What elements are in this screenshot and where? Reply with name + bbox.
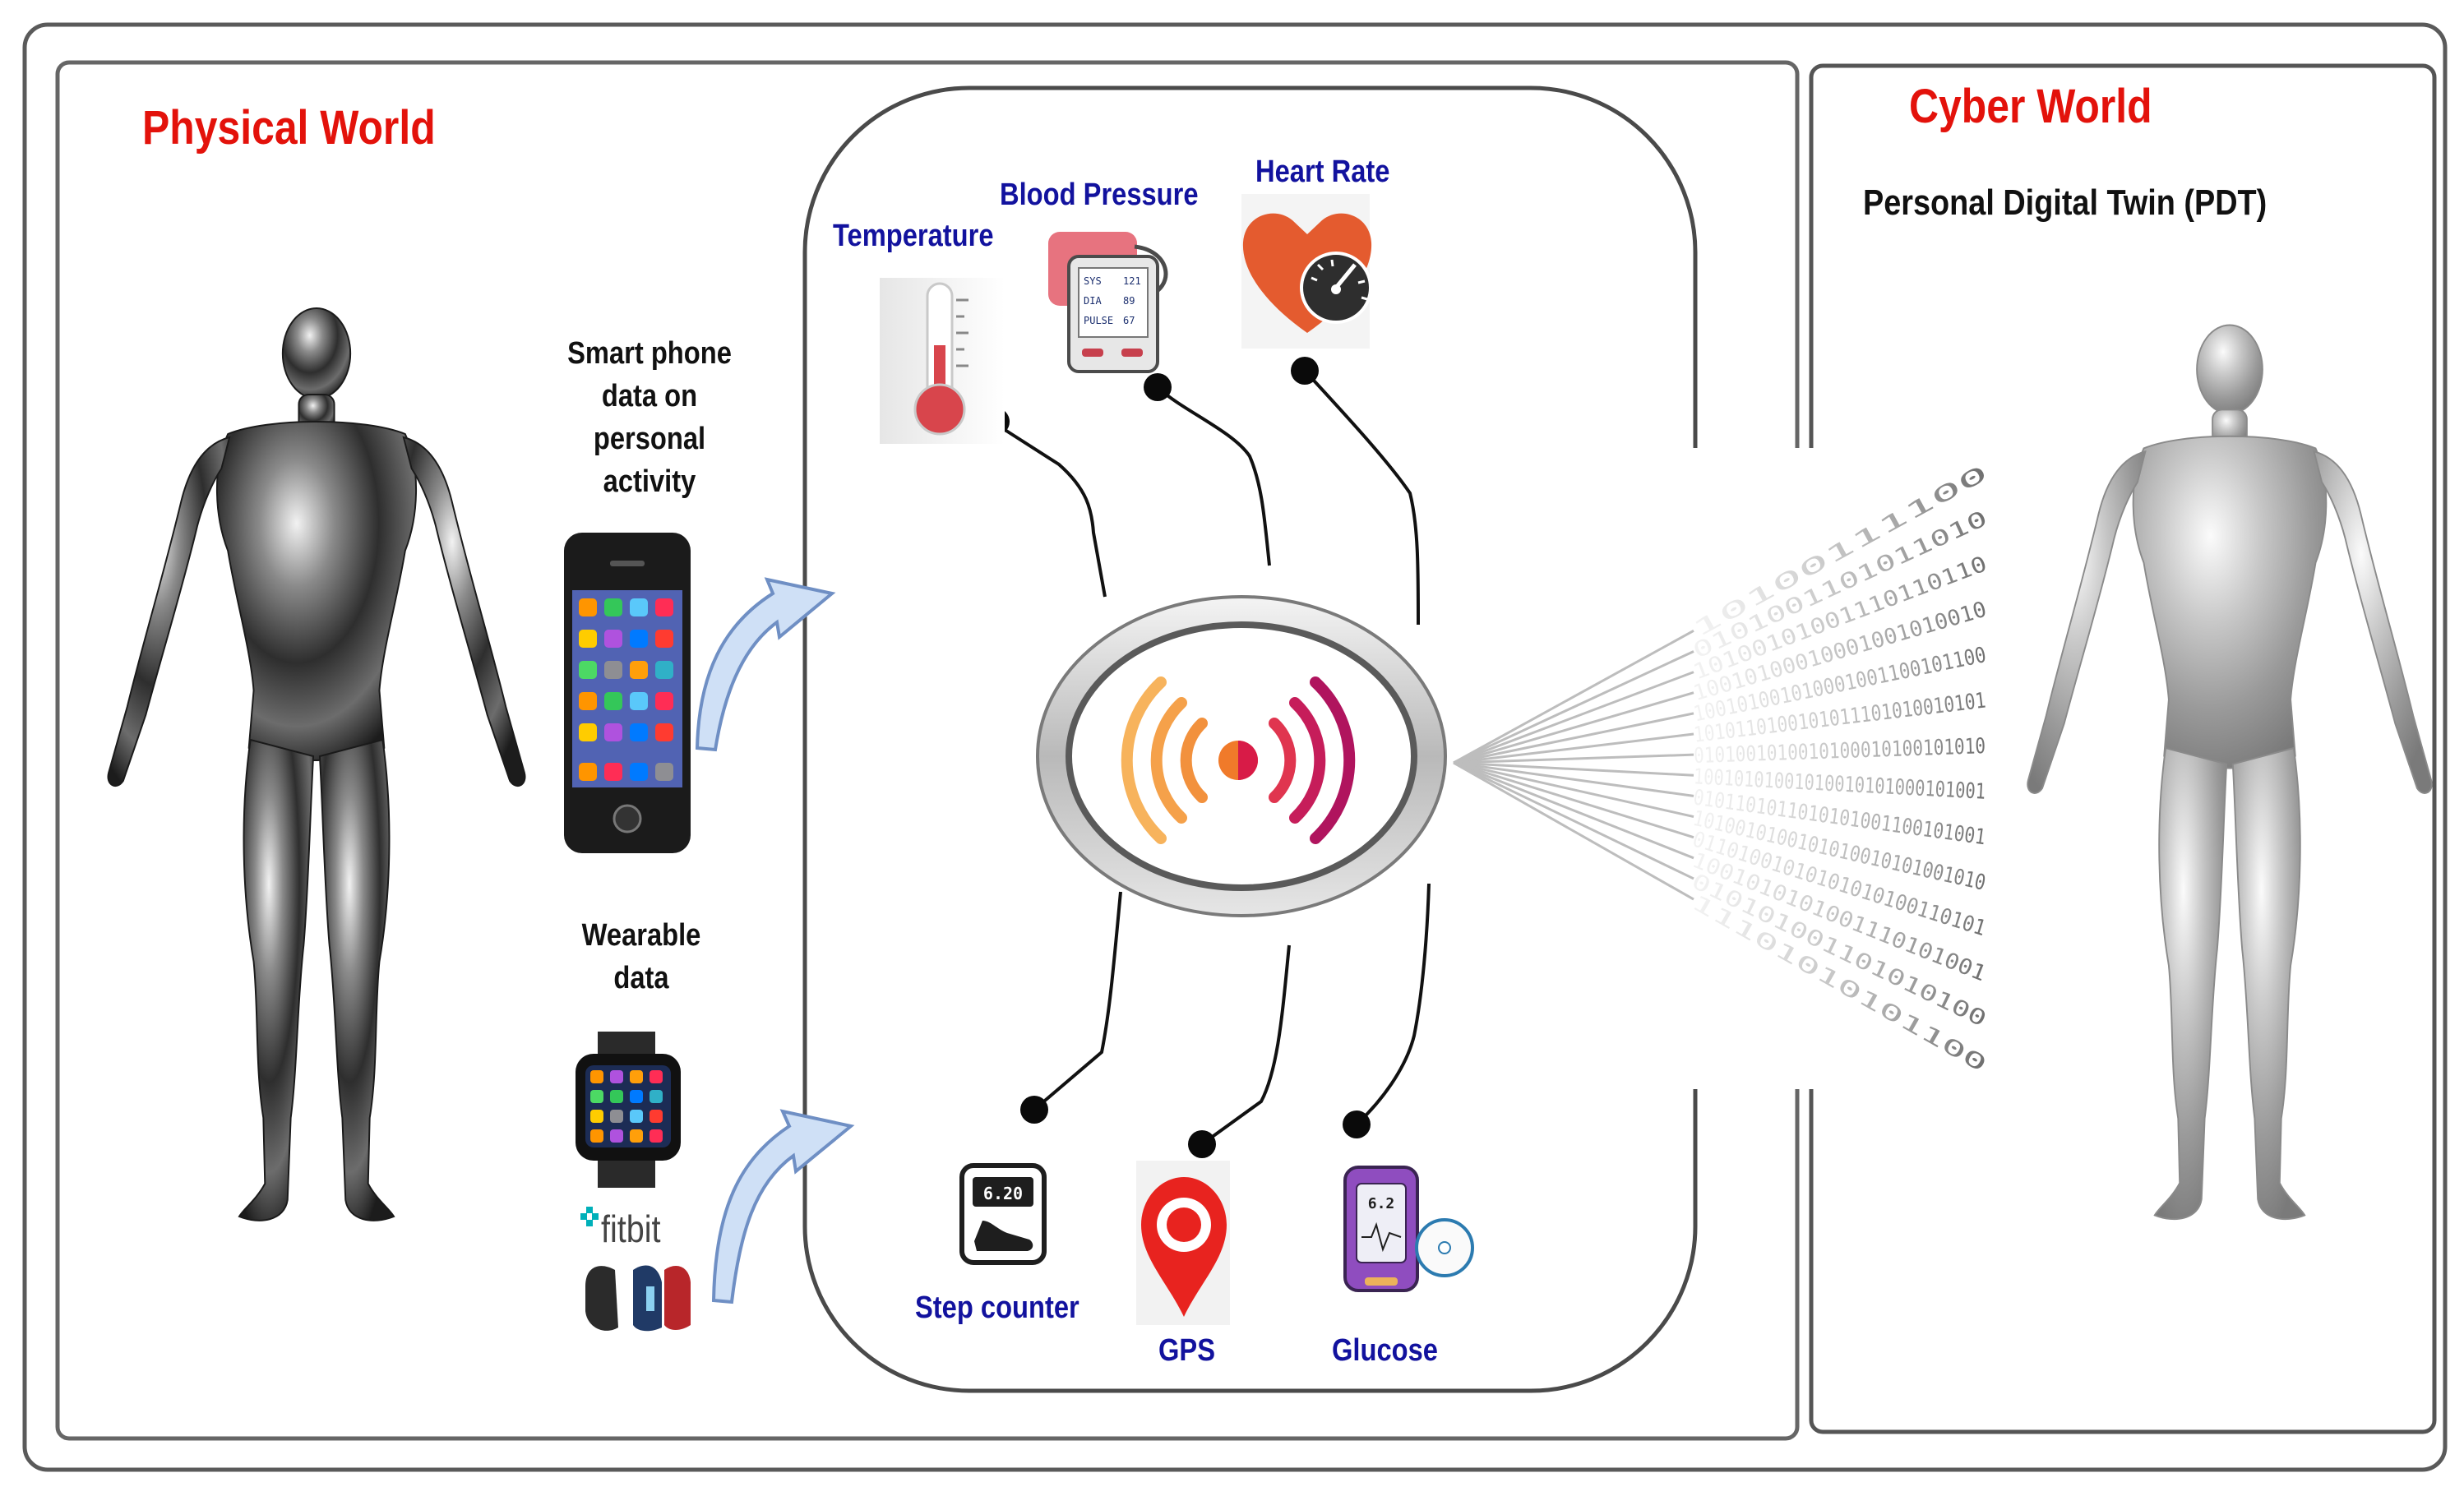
svg-text:6.20: 6.20 [983, 1184, 1023, 1203]
stream-line [1453, 630, 1694, 764]
watch-app-icon [610, 1090, 623, 1103]
watch-app-icon [590, 1110, 603, 1123]
wireless-signal-icon [1121, 676, 1356, 844]
pdt-subtitle: Personal Digital Twin (PDT) [1863, 182, 2268, 223]
stream-gap [1692, 448, 1865, 1089]
stream-line [1453, 761, 1694, 797]
app-icon [655, 598, 673, 616]
app-icon [630, 723, 648, 741]
app-icon [630, 630, 648, 648]
dock-app-icon [604, 763, 622, 781]
digital-twin-figure [2027, 324, 2433, 1221]
watch-app-icon [610, 1110, 623, 1123]
smartphone-data-label: Smart phone data on personal activity [554, 332, 745, 503]
binary-stream-lines [1453, 630, 1694, 901]
watch-app-icon [610, 1070, 623, 1083]
fitbit-bands-icon [580, 1207, 691, 1332]
svg-text:6.2: 6.2 [1368, 1195, 1395, 1212]
app-icon [630, 598, 648, 616]
watch-app-icon [590, 1070, 603, 1083]
step-counter-icon: 6.20 [959, 1163, 1047, 1265]
wearable-label-line: Wearable [581, 918, 701, 953]
gps-pin-icon [1136, 1161, 1230, 1325]
app-icon [579, 598, 597, 616]
watch-app-icon [630, 1129, 643, 1143]
app-icon [630, 692, 648, 710]
app-icon [579, 692, 597, 710]
app-icon [604, 598, 622, 616]
app-icon [604, 630, 622, 648]
watch-app-icon [590, 1129, 603, 1143]
heart-rate-icon [1241, 194, 1372, 349]
watch-app-icon [610, 1129, 623, 1143]
stream-line [1453, 753, 1694, 764]
fitbit-logo-text: fitbit [601, 1207, 661, 1250]
app-icon [655, 692, 673, 710]
smartphone-label-line: activity [603, 464, 696, 499]
stream-line [1453, 761, 1694, 860]
watch-app-icon [630, 1070, 643, 1083]
temperature-label: Temperature [833, 219, 994, 253]
sensor-wires [996, 370, 1431, 1146]
smartphone-arrow [695, 577, 836, 752]
app-icon [630, 661, 648, 679]
thermometer-icon [880, 278, 1005, 444]
smartphone-label-line: data on [601, 379, 698, 413]
app-icon [579, 661, 597, 679]
watch-app-icon [630, 1110, 643, 1123]
stream-line [1453, 761, 1694, 839]
app-icon [579, 723, 597, 741]
cyber-world-title: Cyber World [1909, 80, 2152, 133]
stream-line [1453, 761, 1694, 901]
app-icon [604, 723, 622, 741]
heart-rate-label: Heart Rate [1255, 155, 1390, 189]
smartphone-icon [564, 533, 691, 853]
stream-line [1453, 761, 1694, 880]
glucose-meter-icon: 6.2 [1343, 1166, 1474, 1292]
glucose-label: Glucose [1332, 1333, 1438, 1368]
app-icons-grid [579, 598, 673, 781]
physical-world-title: Physical World [142, 101, 436, 155]
app-icon [655, 723, 673, 741]
app-icon [579, 630, 597, 648]
step-counter-label: Step counter [915, 1291, 1079, 1325]
app-icon [655, 661, 673, 679]
gps-label: GPS [1158, 1333, 1216, 1368]
stream-line [1453, 671, 1694, 764]
stream-line [1453, 650, 1694, 764]
wearable-label-line: data [613, 961, 669, 995]
stream-line [1453, 732, 1694, 764]
app-icon [604, 692, 622, 710]
physical-human-figure [107, 307, 526, 1221]
watch-app-icon [650, 1070, 663, 1083]
watch-app-icon [650, 1129, 663, 1143]
wearable-data-label: Wearable data [560, 914, 723, 1000]
app-icon [604, 661, 622, 679]
dock-app-icon [579, 763, 597, 781]
watch-app-icon [650, 1090, 663, 1103]
smartphone-label-line: personal [593, 422, 706, 456]
stream-line [1453, 761, 1694, 777]
watch-app-grid [590, 1070, 663, 1143]
stream-line [1453, 712, 1694, 764]
smartwatch-icon [576, 1032, 681, 1188]
watch-app-icon [650, 1110, 663, 1123]
stream-line [1453, 761, 1694, 819]
smartphone-label-line: Smart phone [567, 336, 732, 371]
outer-frame [22, 22, 2448, 1472]
blood-pressure-label: Blood Pressure [1000, 178, 1199, 212]
watch-app-icon [590, 1090, 603, 1103]
dock-app-icon [630, 763, 648, 781]
wearable-arrow [711, 1109, 855, 1304]
dock-app-icon [655, 763, 673, 781]
stream-line [1453, 691, 1694, 764]
app-icon [655, 630, 673, 648]
watch-app-icon [630, 1090, 643, 1103]
